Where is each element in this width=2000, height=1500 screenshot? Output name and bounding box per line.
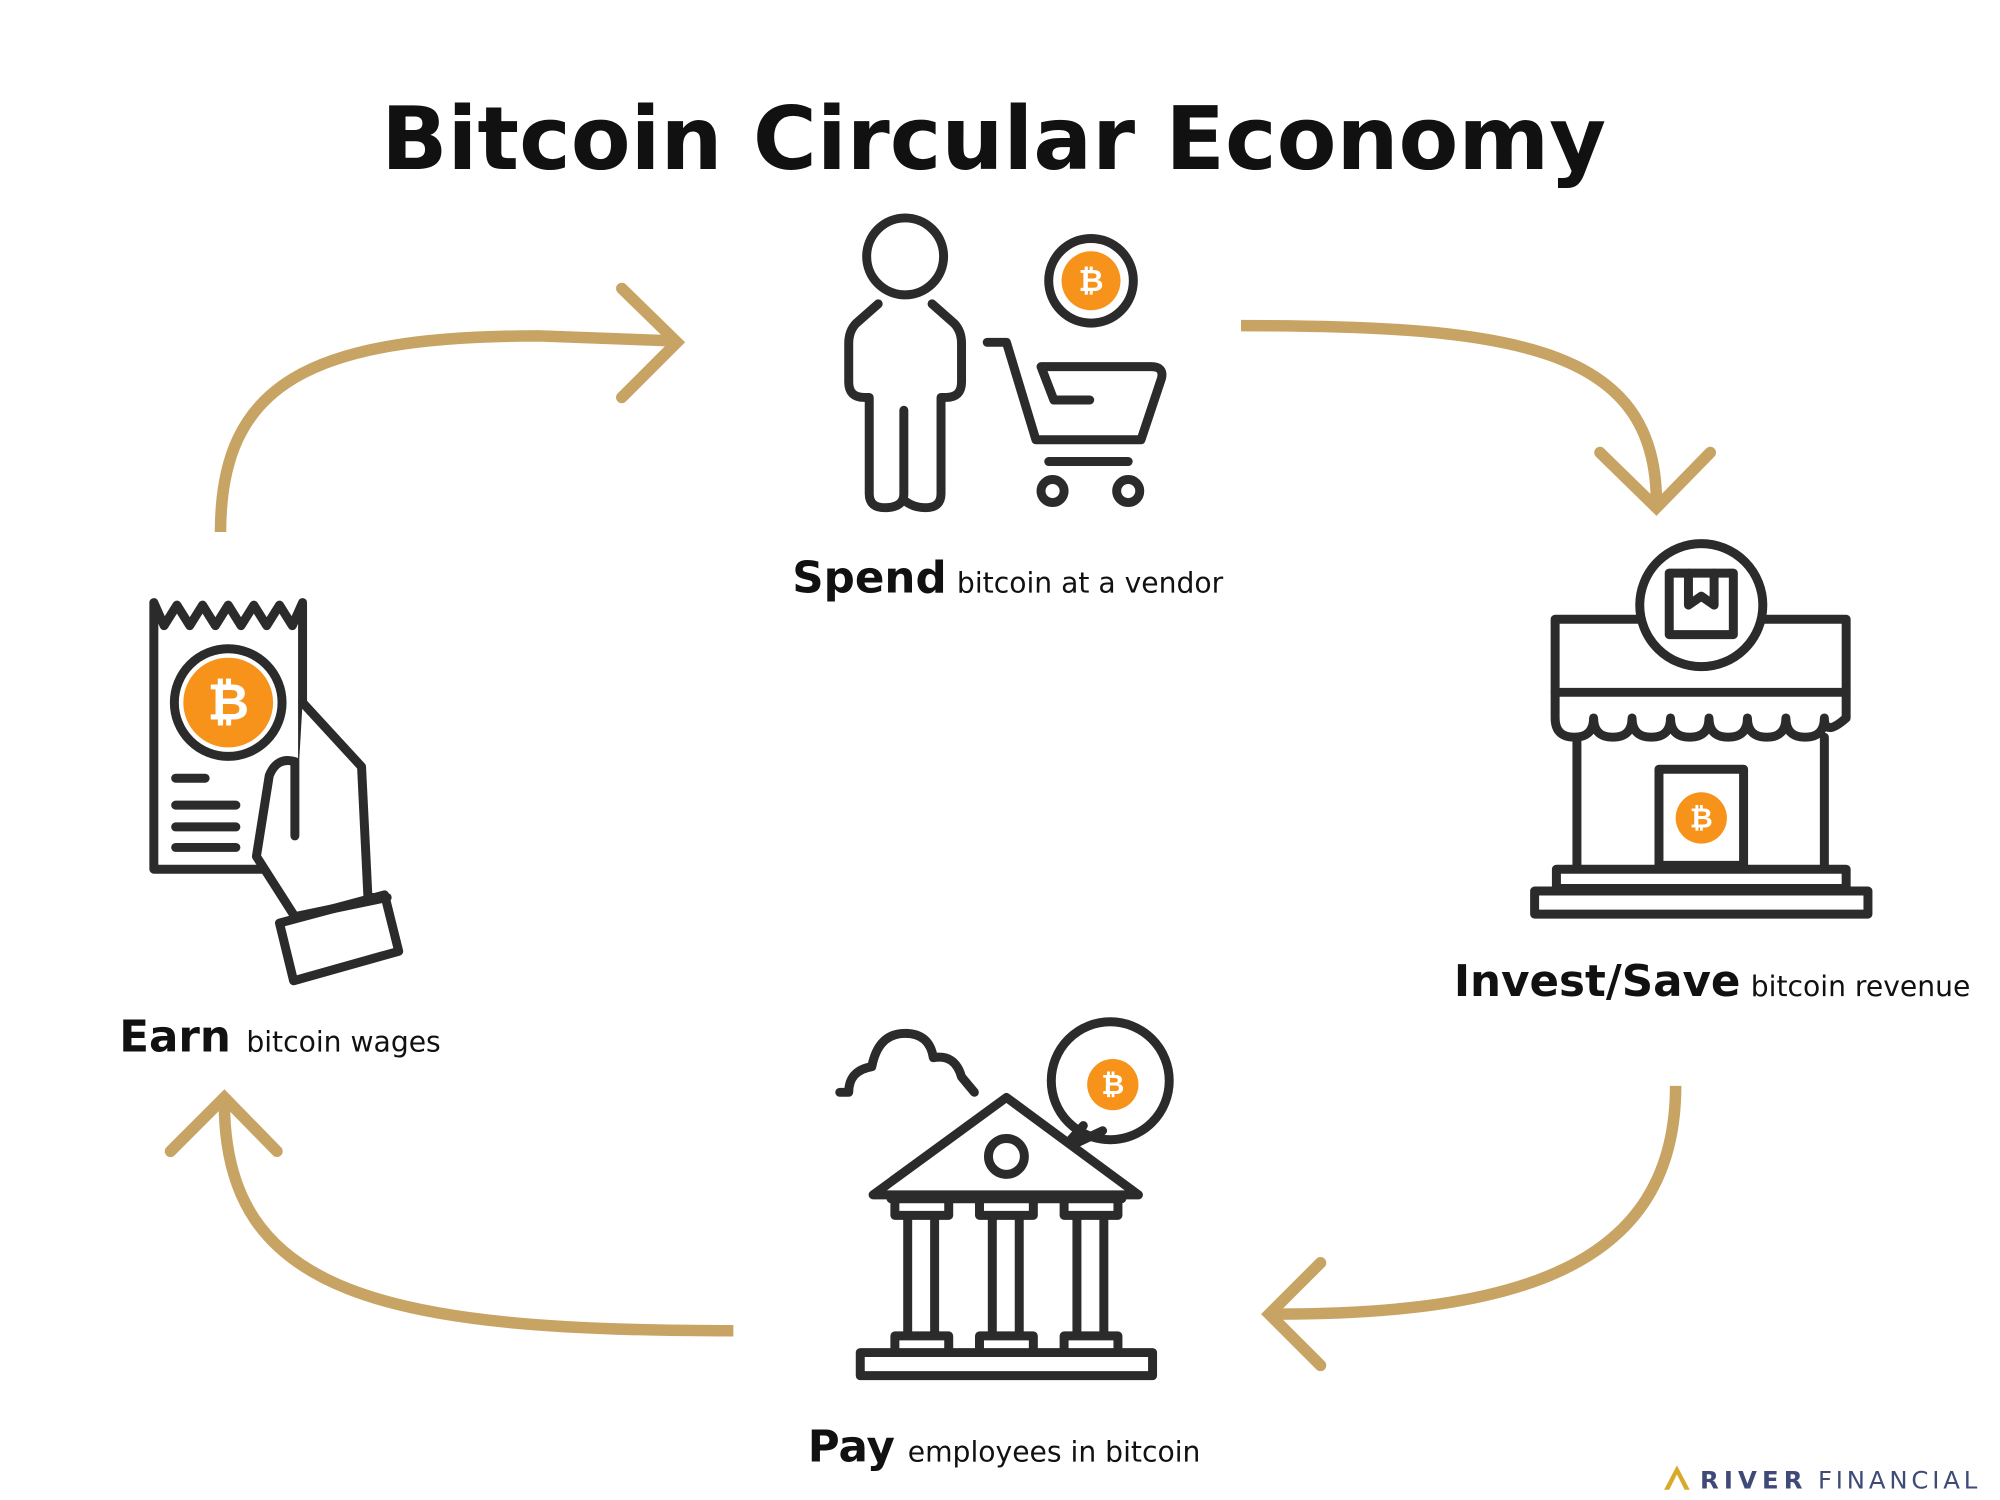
bitcoin-icon: ₿ — [1101, 1068, 1124, 1101]
storefront-icon: ₿ — [1530, 539, 1873, 919]
bank-icon: ₿ — [835, 1017, 1174, 1381]
bitcoin-icon: ₿ — [1690, 801, 1713, 834]
shopper-with-cart-icon: ₿ — [844, 213, 1167, 513]
bitcoin-icon: ₿ — [207, 673, 249, 733]
arrow-invest-to-pay — [1261, 1085, 1682, 1372]
logo-financial: FINANCIAL — [1818, 1465, 1981, 1494]
river-logo-mark-icon — [1664, 1465, 1690, 1490]
logo-river: RIVER — [1700, 1465, 1808, 1494]
arrow-earn-to-spend — [214, 282, 686, 533]
bitcoin-icon: ₿ — [1078, 263, 1103, 299]
arrow-pay-to-earn — [164, 1089, 734, 1337]
diagram-title: Bitcoin Circular Economy — [381, 88, 1606, 190]
river-financial-logo: RIVER FINANCIAL — [1664, 1465, 1981, 1494]
arrow-spend-to-invest — [1241, 319, 1717, 516]
receipt-in-hand-icon: ₿ — [149, 598, 404, 986]
